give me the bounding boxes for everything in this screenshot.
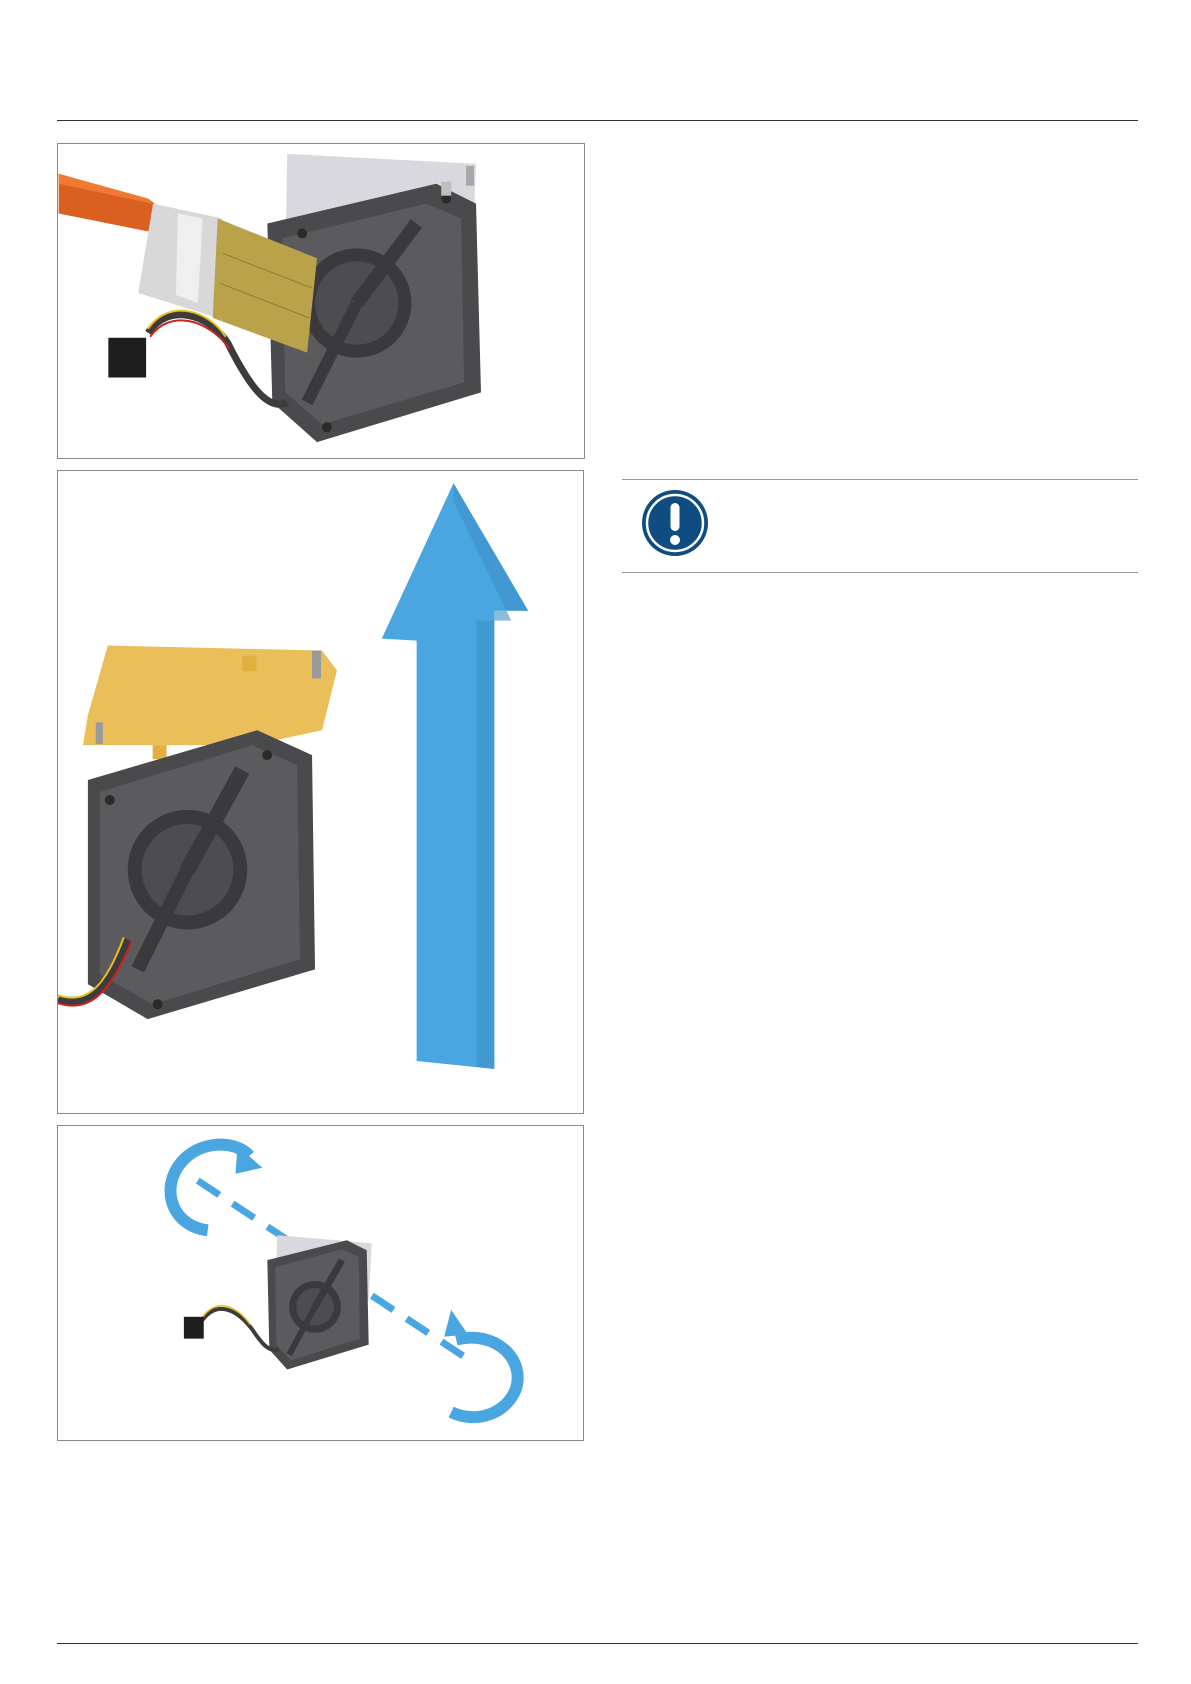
- footer-rule: [57, 1643, 1138, 1644]
- lift-plate-illustration: [58, 471, 583, 1113]
- rotate-icon-2: [451, 1338, 518, 1418]
- figure-rotate-fan: [57, 1125, 584, 1441]
- notice-top-rule: [622, 479, 1138, 480]
- arrow-up-icon: [382, 483, 528, 1069]
- cover-plate: [83, 646, 337, 746]
- fan-connector: [184, 1317, 204, 1339]
- brush-coating-illustration: [58, 144, 584, 458]
- fan-connector: [108, 338, 146, 378]
- header-rule: [57, 120, 1138, 121]
- exclamation-icon: [640, 488, 710, 558]
- figure-brush-coating: [57, 143, 585, 459]
- rotate-fan-illustration: [58, 1126, 583, 1440]
- notice-bottom-rule: [622, 572, 1138, 573]
- figure-lift-plate: [57, 470, 584, 1114]
